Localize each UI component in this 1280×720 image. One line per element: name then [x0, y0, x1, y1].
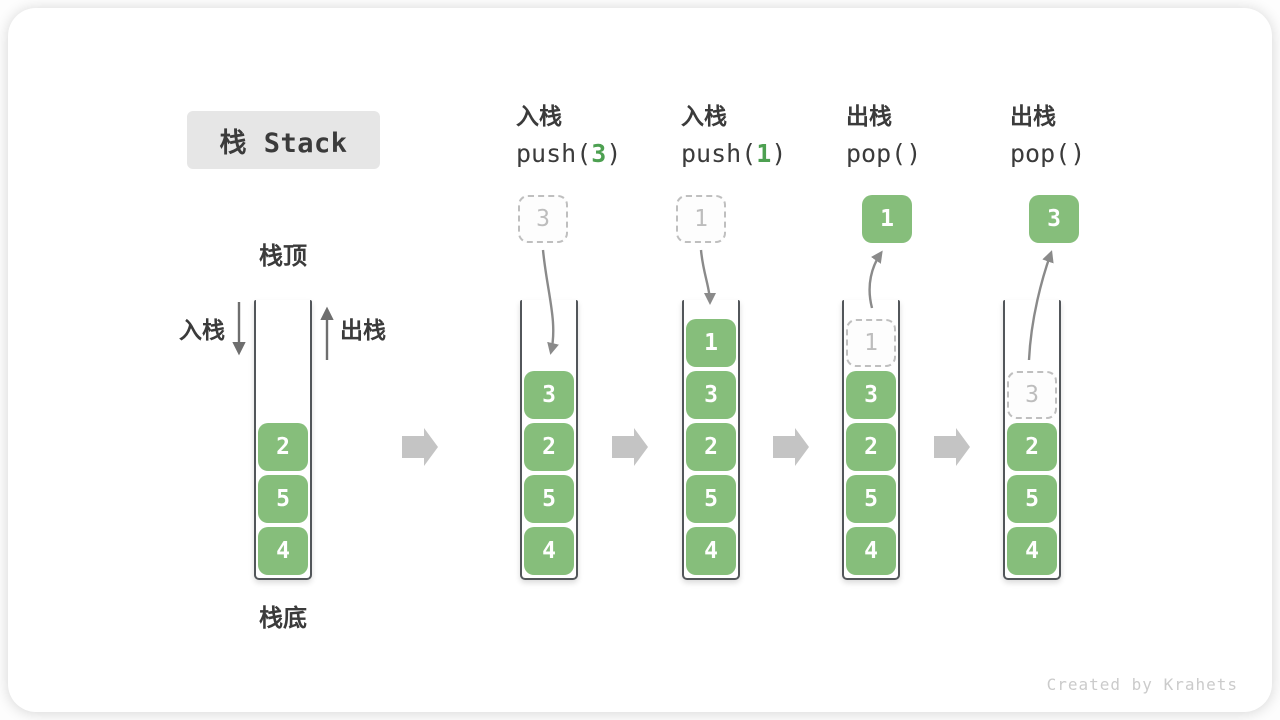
flow-arrow-icon: [934, 428, 970, 466]
code-arg: 1: [756, 139, 772, 168]
floating-value: 3: [1029, 195, 1079, 243]
operation-header-push-3: 入栈 push(3): [516, 101, 696, 174]
stack-cell-ghost: 3: [1007, 371, 1057, 419]
stack-cell: 2: [686, 423, 736, 471]
stack-cell: 3: [846, 371, 896, 419]
stack-cell: 4: [846, 527, 896, 575]
stack-bottom-label: 栈底: [259, 604, 307, 632]
operation-code: pop(): [846, 138, 1026, 174]
code-pre: push(: [681, 139, 757, 168]
floating-value: 1: [862, 195, 912, 243]
operation-code: pop(): [1010, 138, 1190, 174]
floating-value: 1: [676, 195, 726, 243]
stack-cell: 3: [686, 371, 736, 419]
stack-cell: 4: [686, 527, 736, 575]
stack-cell: 4: [1007, 527, 1057, 575]
stack-cell: 5: [1007, 475, 1057, 523]
stack-cell: 2: [846, 423, 896, 471]
code-pre: pop(): [846, 139, 922, 168]
pop-direction-label: 出栈: [340, 318, 386, 344]
operation-header-pop-1: 出栈 pop(): [846, 101, 1026, 174]
flow-arrow-icon: [402, 428, 438, 466]
code-pre: push(: [516, 139, 592, 168]
code-post: ): [606, 139, 622, 168]
push-direction-label: 入栈: [179, 318, 225, 344]
stack-cell: 4: [524, 527, 574, 575]
code-pre: pop(): [1010, 139, 1086, 168]
flow-arrow-icon: [612, 428, 648, 466]
operation-name: 出栈: [1010, 104, 1056, 130]
stack-top-label: 栈顶: [259, 242, 307, 270]
operation-header-pop-2: 出栈 pop(): [1010, 101, 1190, 174]
operation-code: push(1): [681, 138, 861, 174]
stack-cell-ghost: 1: [846, 319, 896, 367]
operation-name: 入栈: [516, 104, 562, 130]
code-post: ): [771, 139, 787, 168]
floating-value: 3: [518, 195, 568, 243]
stack-cell: 2: [258, 423, 308, 471]
operation-code: push(3): [516, 138, 696, 174]
page-title: 栈 Stack: [219, 127, 348, 159]
operation-header-push-1: 入栈 push(1): [681, 101, 861, 174]
title-box: 栈 Stack: [187, 111, 380, 169]
operation-name: 入栈: [681, 104, 727, 130]
stack-cell: 5: [258, 475, 308, 523]
stack-cell: 5: [524, 475, 574, 523]
stack-cell: 1: [686, 319, 736, 367]
code-arg: 3: [591, 139, 607, 168]
stack-cell: 5: [846, 475, 896, 523]
push-motion-arrow-2: [699, 249, 716, 305]
stack-cell: 2: [1007, 423, 1057, 471]
stack-cell: 5: [686, 475, 736, 523]
stack-cell: 3: [524, 371, 574, 419]
stack-cell: 2: [524, 423, 574, 471]
stack-cell: 4: [258, 527, 308, 575]
watermark: Created by Krahets: [1046, 675, 1238, 694]
operation-name: 出栈: [846, 104, 892, 130]
flow-arrow-icon: [773, 428, 809, 466]
